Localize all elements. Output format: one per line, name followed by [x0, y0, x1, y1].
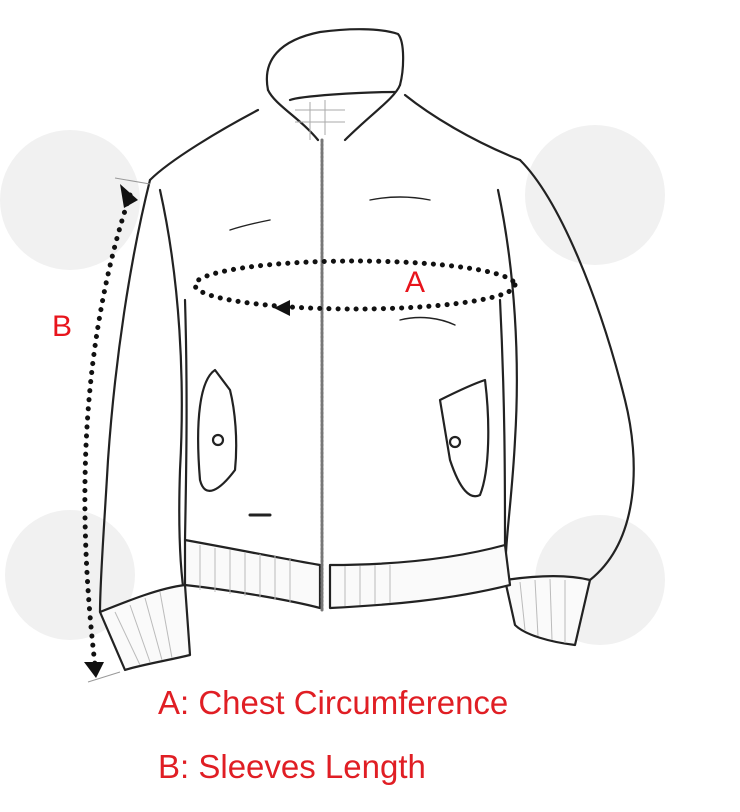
jacket-outline	[98, 28, 635, 672]
arrow-down-icon	[84, 662, 104, 678]
sleeve-measurement-line	[82, 177, 151, 683]
arrow-up-icon	[120, 184, 138, 208]
rib-knit-lines	[114, 545, 566, 666]
marker-b-label: B	[52, 310, 73, 343]
legend-sleeves-length: B: Sleeves Length	[158, 748, 426, 785]
arrow-left-icon	[274, 300, 290, 316]
marker-a-label: A	[405, 266, 426, 299]
collar-lining-pattern	[295, 100, 345, 140]
legend-chest-circumference: A: Chest Circumference	[158, 684, 509, 721]
chest-measurement-line	[192, 258, 518, 316]
